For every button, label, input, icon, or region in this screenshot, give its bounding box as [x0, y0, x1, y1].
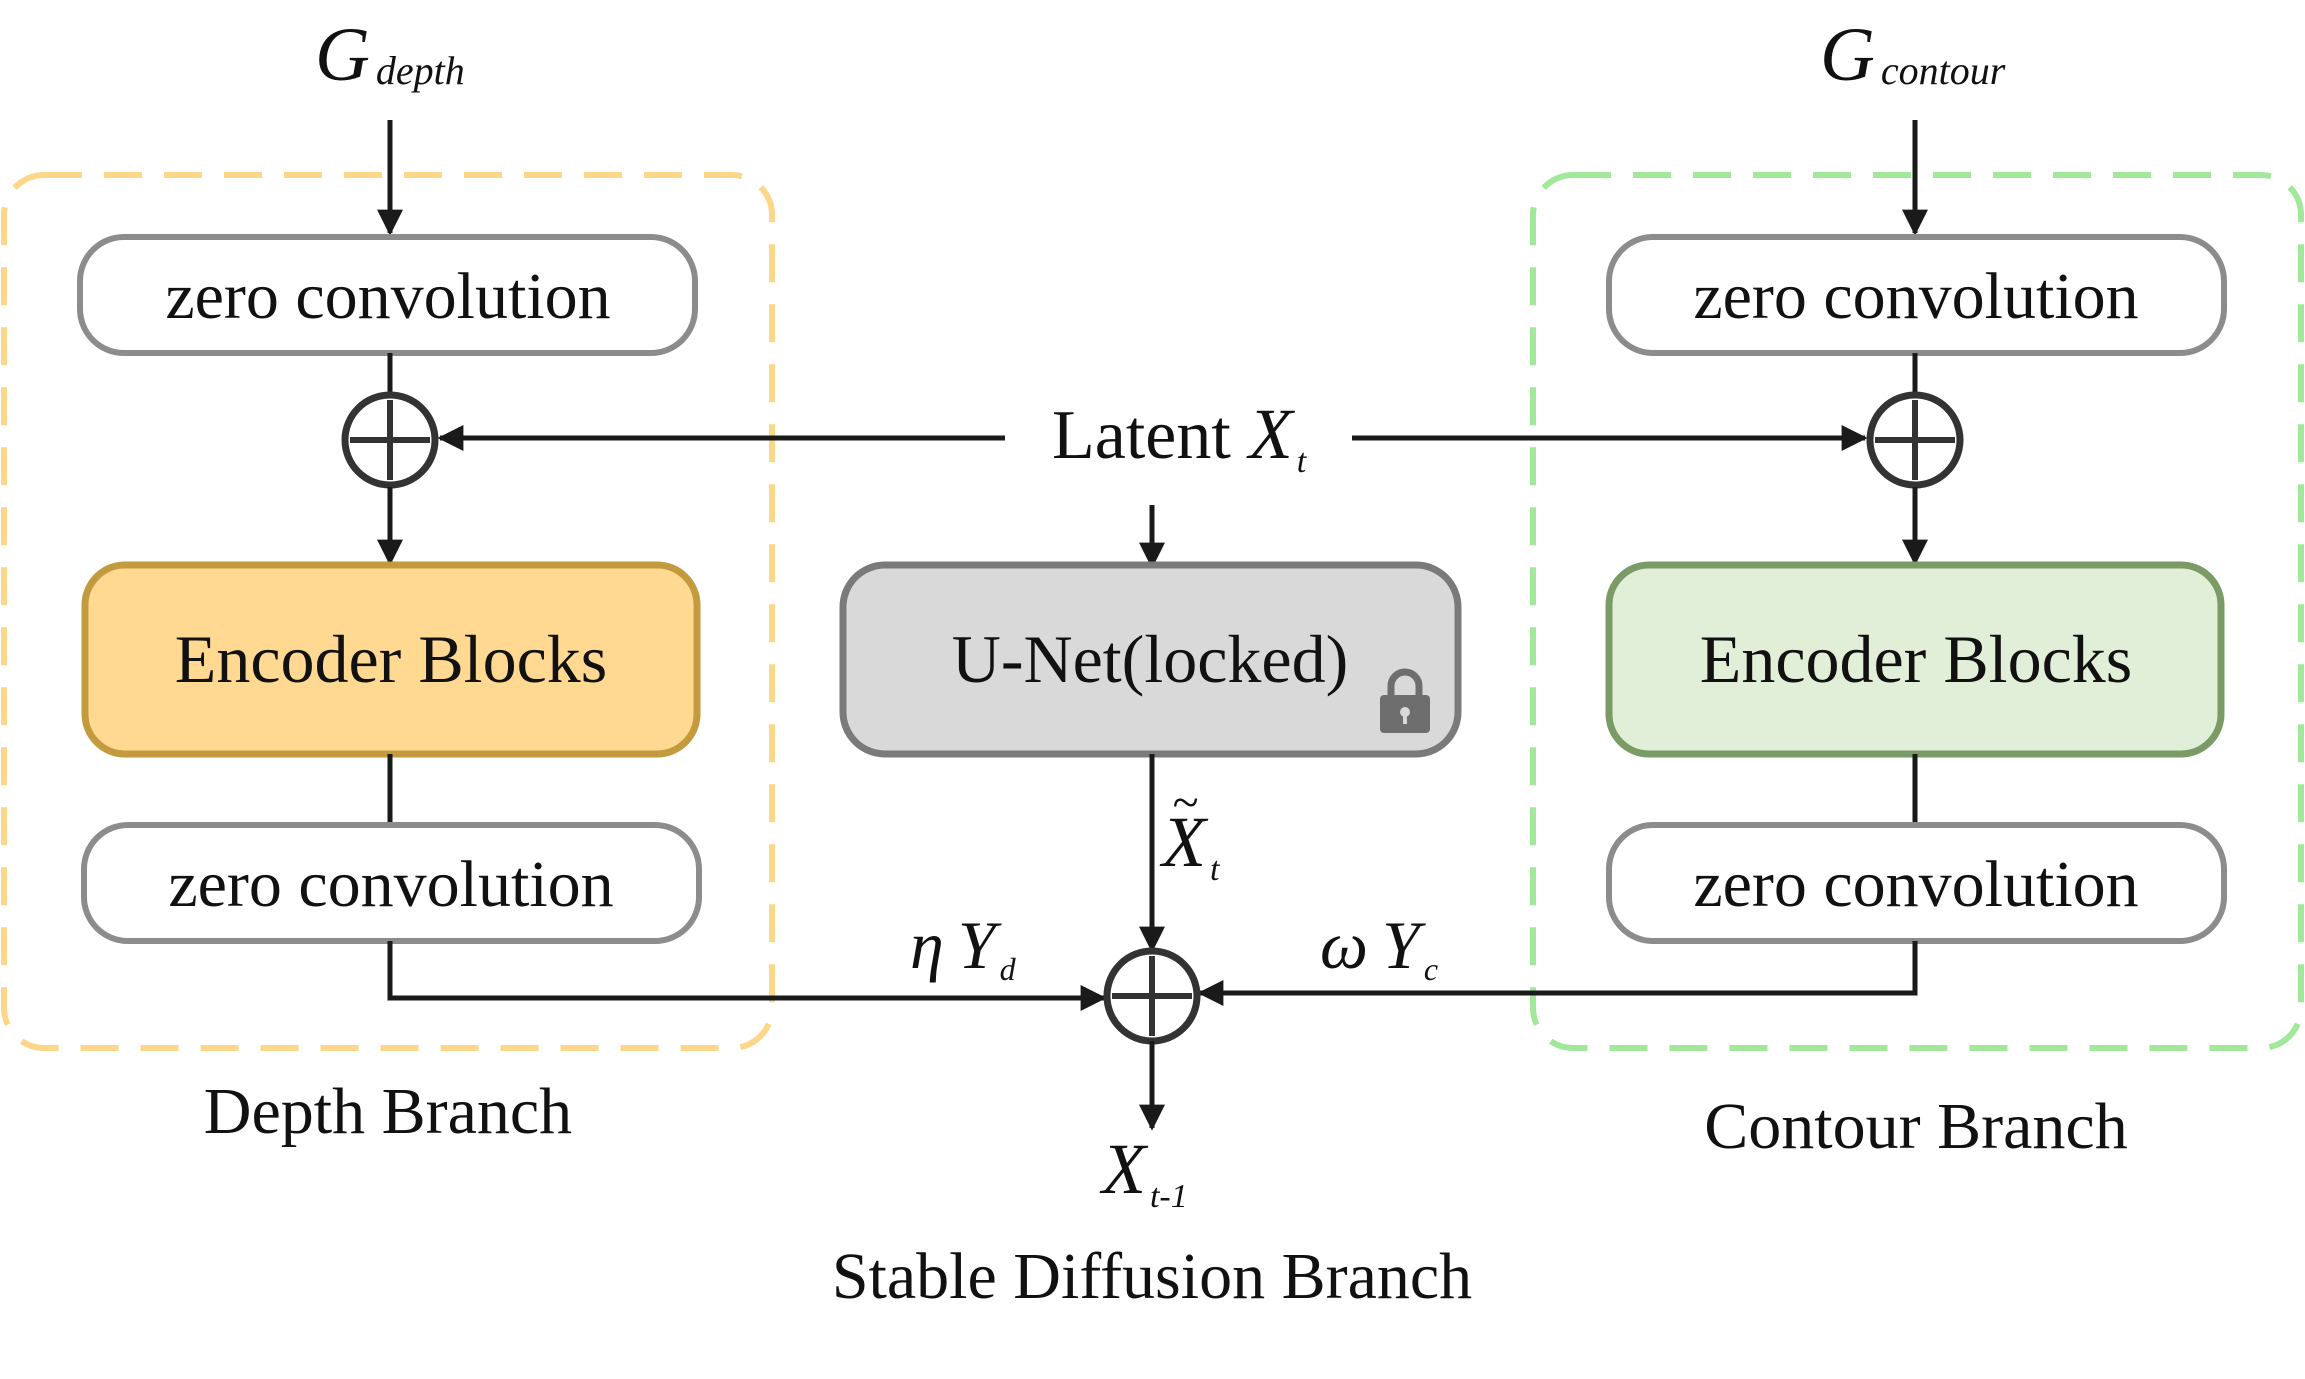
svg-text:zero convolution: zero convolution	[1693, 260, 2138, 333]
svg-text:zero convolution: zero convolution	[168, 848, 613, 921]
depth-branch-container	[1, 172, 775, 1051]
svg-text:U-Net(locked): U-Net(locked)	[952, 621, 1348, 697]
contour-zero-conv-bottom: zero convolution	[1606, 822, 2227, 944]
depth-output-path	[387, 941, 1107, 1011]
svg-text:Encoder Blocks: Encoder Blocks	[1700, 621, 2132, 697]
svg-text:~: ~	[1172, 776, 1198, 829]
depth-add-icon	[341, 391, 439, 489]
contour-branch-caption: Contour Branch	[1704, 1090, 2127, 1163]
depth-encoder-blocks: Encoder Blocks	[81, 561, 701, 758]
contour-branch-container	[1530, 172, 2304, 1051]
svg-text:zero convolution: zero convolution	[165, 260, 610, 333]
svg-text:Encoder Blocks: Encoder Blocks	[175, 621, 607, 697]
depth-zero-conv-top: zero convolution	[77, 234, 698, 356]
contour-zero-conv-top: zero convolution	[1606, 234, 2227, 356]
contour-encoder-blocks: Encoder Blocks	[1605, 561, 2225, 758]
sum-add-icon	[1103, 947, 1201, 1045]
depth-branch-caption: Depth Branch	[204, 1075, 572, 1148]
svg-text:zero convolution: zero convolution	[1693, 848, 2138, 921]
sd-branch-caption: Stable Diffusion Branch	[832, 1240, 1472, 1313]
unet-locked-block: U-Net(locked)	[839, 561, 1462, 758]
contour-output-path	[1197, 941, 1918, 1006]
lock-icon	[1380, 668, 1430, 733]
depth-zero-conv-bottom: zero convolution	[81, 822, 702, 944]
contour-add-icon	[1866, 391, 1964, 489]
svg-text:Xt: Xt	[1159, 802, 1221, 888]
